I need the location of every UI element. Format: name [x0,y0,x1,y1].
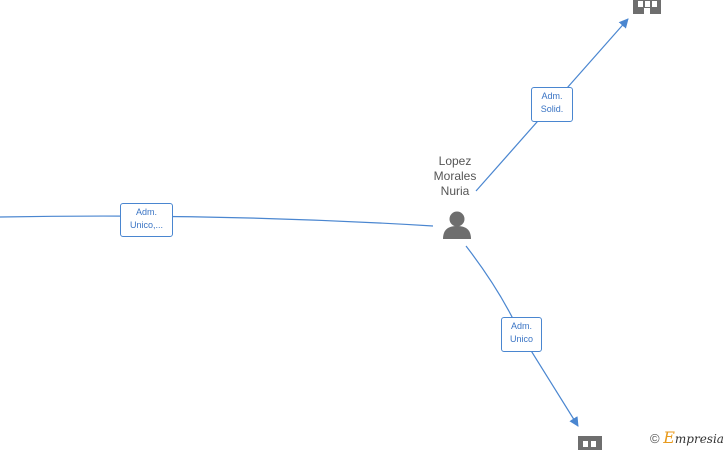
edge-adm-unico-left [0,215,434,227]
relation-label-line: Adm. [541,91,563,101]
copyright-brand: © Empresia [650,428,724,447]
copyright-symbol: © [650,431,660,446]
building-icon[interactable] [633,0,661,14]
relation-label-line: Adm. [135,207,157,217]
relation-label-line: Adm. [510,321,532,331]
brand-logo-initial: E [663,428,675,447]
relation-label-line: Solid. [540,104,564,114]
person-name[interactable]: Lopez Morales Nuria [420,154,490,199]
person-name-line: Nuria [440,184,470,198]
relation-label-line: Unico [509,334,533,344]
brand-logo-text: mpresia [674,432,724,446]
relation-label-adm-solid[interactable]: Adm. Solid. [531,87,573,122]
person-name-line: Morales [433,169,477,183]
person-icon[interactable] [443,211,471,240]
relation-label-adm-unico-left[interactable]: Adm. Unico,... [120,203,173,237]
building-icon[interactable] [578,436,602,450]
relation-label-adm-unico-bottom[interactable]: Adm. Unico [501,317,542,352]
relation-label-line: Unico,... [129,220,163,230]
person-name-line: Lopez [438,154,472,168]
